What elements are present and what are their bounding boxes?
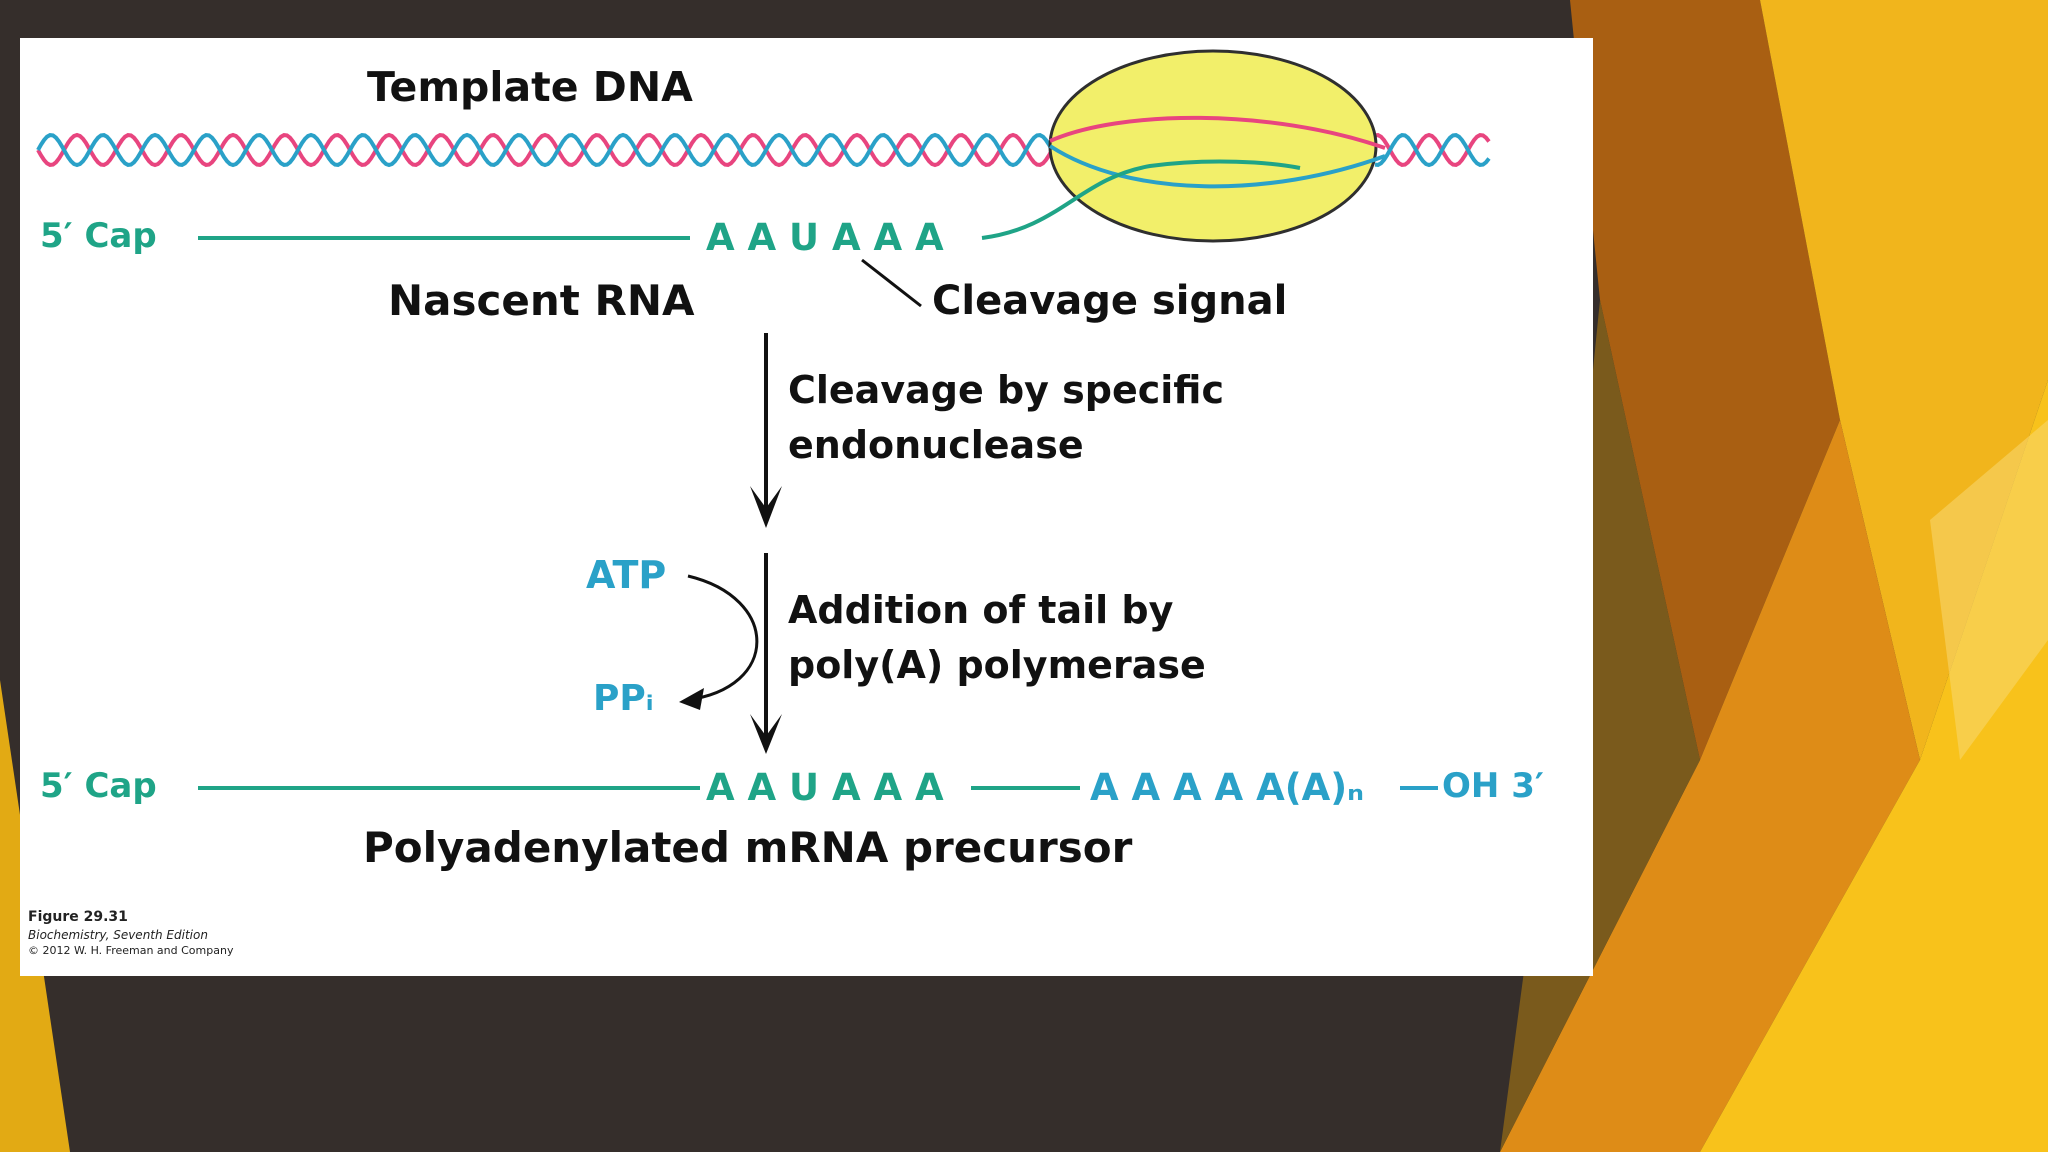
- polyadenylation-step-line2: poly(A) polymerase: [788, 643, 1206, 687]
- cleavage-signal-pointer: [862, 260, 921, 306]
- nascent-rna-label: Nascent RNA: [388, 276, 694, 325]
- signal-sequence-bottom: A A U A A A: [706, 766, 944, 809]
- poly-a-tail: A A A A A(A)ₙ: [1090, 766, 1364, 809]
- cleavage-signal-label: Cleavage signal: [932, 278, 1287, 324]
- cleavage-step-line1: Cleavage by specific: [788, 368, 1224, 412]
- template-dna-label: Template DNA: [367, 63, 693, 111]
- ppi-label: PPᵢ: [593, 678, 654, 719]
- cap-label-bottom: 5′ Cap: [40, 766, 157, 806]
- atp-label: ATP: [586, 553, 666, 597]
- product-label: Polyadenylated mRNA precursor: [363, 823, 1132, 872]
- cleavage-step-line2: endonuclease: [788, 423, 1084, 467]
- oh-three-prime-end: OH 3′: [1442, 766, 1544, 806]
- figure-caption-copyright: © 2012 W. H. Freeman and Company: [28, 942, 233, 960]
- polyadenylation-step-line1: Addition of tail by: [788, 588, 1173, 632]
- atp-to-ppi-arrow: [687, 576, 757, 700]
- cap-label-top: 5′ Cap: [40, 216, 157, 256]
- polymerase-ellipse-icon: [1050, 51, 1376, 241]
- signal-sequence-top: A A U A A A: [706, 216, 944, 259]
- figure-panel: Template DNA 5′ Cap A A U A A A Nascent …: [20, 38, 1593, 976]
- ppi-arrowhead: [679, 688, 704, 710]
- figure-caption-number: Figure 29.31: [28, 908, 128, 926]
